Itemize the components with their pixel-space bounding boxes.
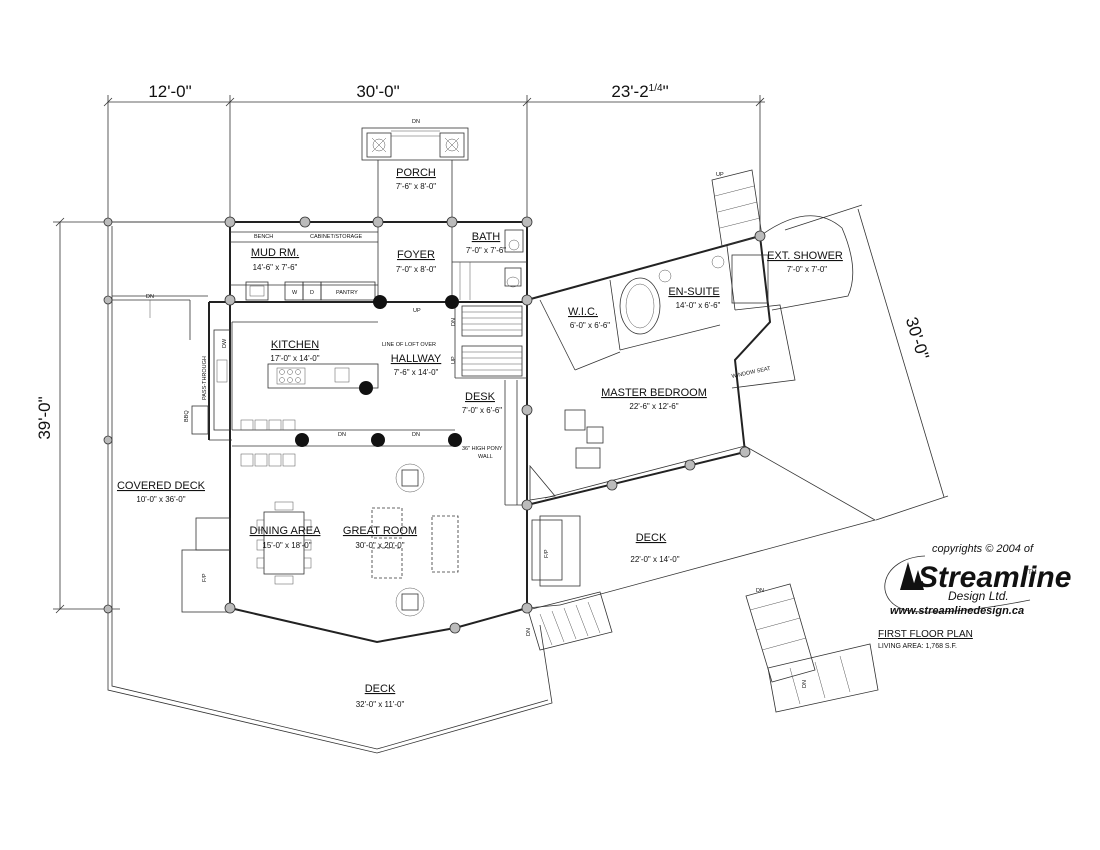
mudroom-fixtures xyxy=(245,229,524,301)
stairs-center xyxy=(461,305,523,377)
dim-top-right: 23'-21/4" xyxy=(611,82,668,101)
label-washer: W xyxy=(292,290,298,296)
label-dn-stair: DN xyxy=(451,318,457,326)
dim-left: 39'-0" xyxy=(35,396,54,439)
label-pony-wall-2: WALL xyxy=(478,454,493,460)
room-name-master: MASTER BEDROOM xyxy=(601,387,707,399)
room-size-kitchen: 17'-0" x 14'-0" xyxy=(270,354,319,363)
label-dryer: D xyxy=(310,290,314,296)
room-name-covered-deck: COVERED DECK xyxy=(117,480,206,492)
label-bench: BENCH xyxy=(254,234,273,240)
master-wing-walls xyxy=(526,215,854,587)
label-dw: DW xyxy=(222,338,228,348)
label-cabinet: CABINET/STORAGE xyxy=(310,234,362,240)
right-deck xyxy=(526,169,879,713)
house-walls xyxy=(208,221,528,644)
room-size-deck-right: 22'-0" x 14'-0" xyxy=(630,555,679,564)
label-pantry: PANTRY xyxy=(336,290,358,296)
label-fp-left: F/P xyxy=(202,573,208,582)
label-dn-lower: DN xyxy=(802,680,808,688)
room-size-wic: 6'-0" x 6'-6" xyxy=(570,321,610,330)
dimension-lines xyxy=(53,95,949,614)
label-fp-right: F/P xyxy=(544,549,550,558)
label-pass-through: PASS-THROUGH xyxy=(202,356,208,400)
label-dn-deck: DN xyxy=(756,588,764,594)
dim-top-right-suffix: " xyxy=(663,82,669,101)
room-name-deck-bottom: DECK xyxy=(365,683,396,695)
annotations: BENCH CABINET/STORAGE PANTRY W D LINE OF… xyxy=(146,119,808,688)
logo-copyright: copyrights © 2004 of xyxy=(932,543,1034,555)
room-name-deck-right: DECK xyxy=(636,532,667,544)
room-labels: PORCH 7'-6" x 8'-0" MUD RM. 14'-6" x 7'-… xyxy=(117,167,843,709)
logo: copyrights © 2004 of Streamline TM Desig… xyxy=(884,543,1071,617)
plan-title: FIRST FLOOR PLAN xyxy=(878,629,973,640)
room-size-desk: 7'-0" x 6'-6" xyxy=(462,406,502,415)
room-name-wic: W.I.C. xyxy=(568,306,598,318)
porch xyxy=(361,127,469,222)
label-pony-wall: 36" HIGH PONY xyxy=(462,446,503,452)
room-size-covered-deck: 10'-0" x 36'-0" xyxy=(136,495,185,504)
label-up-stair: UP xyxy=(451,356,457,364)
room-name-extshower: EXT. SHOWER xyxy=(767,250,843,262)
room-size-bath: 7'-0" x 7'-6" xyxy=(466,246,506,255)
room-size-dining: 15'-0" x 18'-0" xyxy=(262,541,311,550)
label-up-foyer: UP xyxy=(413,308,421,314)
room-name-hallway: HALLWAY xyxy=(391,353,442,365)
dim-top-middle: 30'-0" xyxy=(356,82,399,101)
plant-symbols xyxy=(295,295,462,447)
room-size-ensuite: 14'-0" x 6'-6" xyxy=(676,301,721,310)
great-room-furniture xyxy=(181,463,459,617)
room-size-extshower: 7'-0" x 7'-0" xyxy=(787,265,827,274)
deck-outlines xyxy=(107,221,553,754)
kitchen-fixtures xyxy=(191,329,379,467)
room-size-hallway: 7'-6" x 14'-0" xyxy=(394,368,439,377)
logo-trees-icon xyxy=(900,562,924,590)
logo-name: Streamline xyxy=(918,561,1071,594)
room-name-dining: DINING AREA xyxy=(250,525,322,537)
room-size-great-room: 30'-0" x 20'-0" xyxy=(355,541,404,550)
room-size-deck-bottom: 32'-0" x 11'-0" xyxy=(356,700,405,709)
room-size-master: 22'-6" x 12'-6" xyxy=(629,402,678,411)
room-name-ensuite: EN-SUITE xyxy=(668,286,719,298)
label-dn-deck-left: DN xyxy=(526,628,532,636)
living-area: LIVING AREA: 1,768 S.F. xyxy=(878,643,957,650)
label-dn-covered: DN xyxy=(146,294,154,300)
label-dn-kitchen: DN xyxy=(338,432,346,438)
dim-top-left: 12'-0" xyxy=(148,82,191,101)
logo-url: www.streamlinedesign.ca xyxy=(890,605,1024,617)
logo-sub: Design Ltd. xyxy=(948,589,1009,603)
room-size-foyer: 7'-0" x 8'-0" xyxy=(396,265,436,274)
room-name-bath: BATH xyxy=(472,231,501,243)
room-name-great-room: GREAT ROOM xyxy=(343,525,417,537)
room-name-foyer: FOYER xyxy=(397,249,435,261)
label-up-right: UP xyxy=(716,172,724,178)
room-name-kitchen: KITCHEN xyxy=(271,339,319,351)
log-posts xyxy=(103,216,766,634)
room-size-mudroom: 14'-6" x 7'-6" xyxy=(253,263,298,272)
label-window-seat: WINDOW SEAT xyxy=(731,366,772,380)
dim-right: 30'-0" xyxy=(902,315,933,362)
dim-top-right-main: 23'-2 xyxy=(611,82,648,101)
label-dn-porch: DN xyxy=(412,119,420,125)
logo-swoosh xyxy=(884,555,1031,613)
label-loft: LINE OF LOFT OVER xyxy=(382,342,436,348)
room-name-desk: DESK xyxy=(465,391,496,403)
room-name-porch: PORCH xyxy=(396,167,436,179)
room-size-porch: 7'-6" x 8'-0" xyxy=(396,182,436,191)
logo-tm: TM xyxy=(1028,570,1037,576)
label-bbq: BBQ xyxy=(184,410,190,422)
room-name-mudroom: MUD RM. xyxy=(251,247,299,259)
dim-top-right-fraction: 1/4 xyxy=(649,83,663,94)
label-dn-hall: DN xyxy=(412,432,420,438)
